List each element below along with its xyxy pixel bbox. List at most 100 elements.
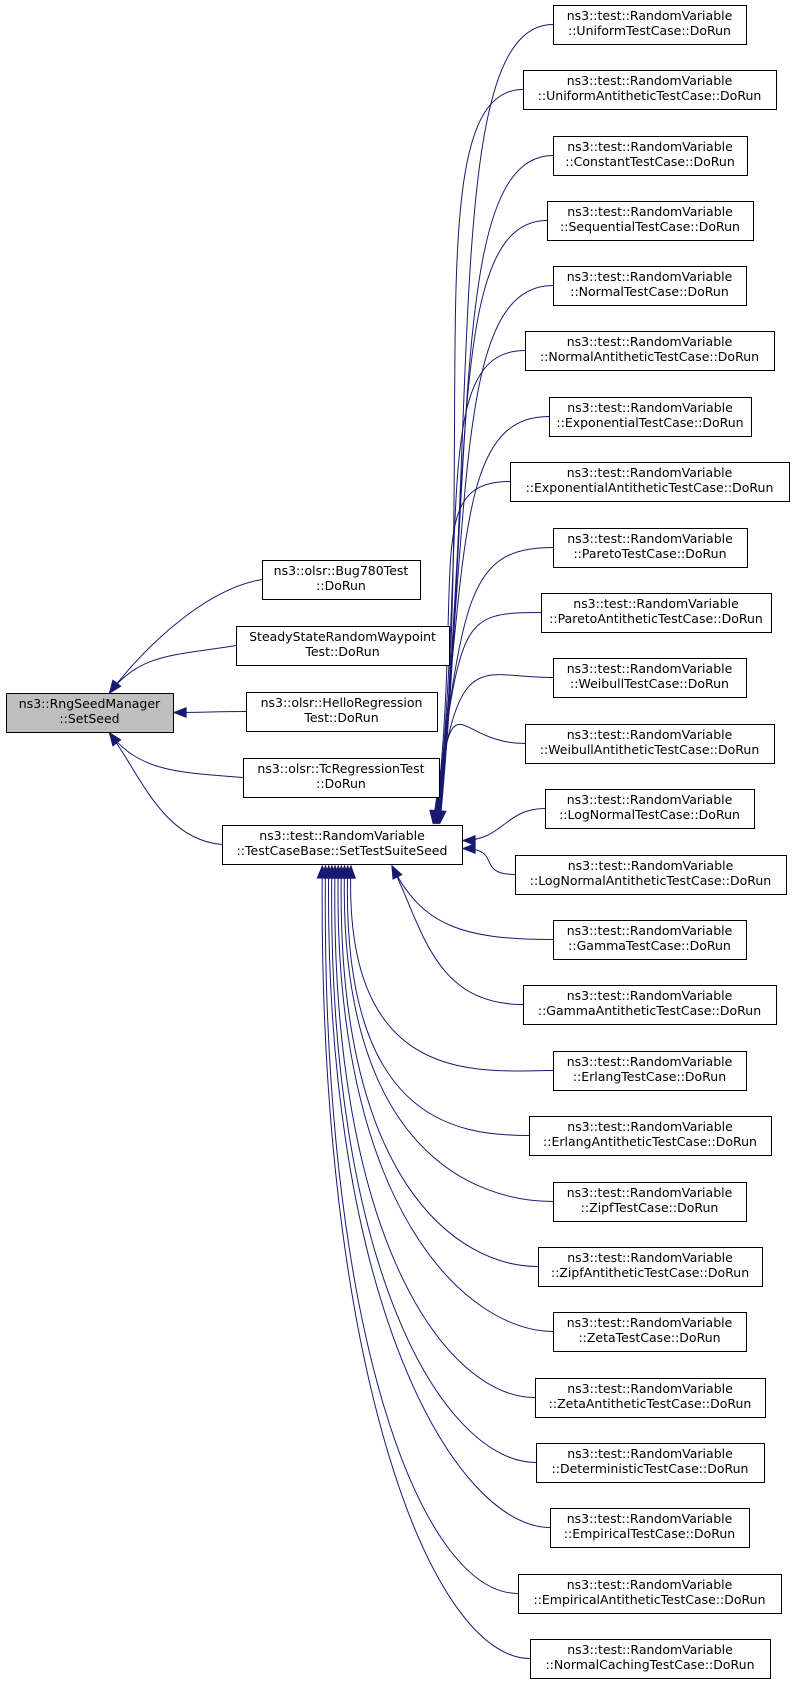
- node-label-line: ::ZipfTestCase::DoRun: [581, 1200, 719, 1215]
- node-normal[interactable]: ns3::test::RandomVariable::NormalTestCas…: [553, 266, 747, 306]
- node-box: [553, 266, 747, 306]
- node-box: [553, 920, 747, 960]
- node-empirical-anti[interactable]: ns3::test::RandomVariable::EmpiricalAnti…: [518, 1574, 782, 1614]
- node-lognormal[interactable]: ns3::test::RandomVariable::LogNormalTest…: [545, 789, 755, 829]
- edge-tcreg-to-root: [109, 732, 244, 778]
- node-uniform-anti[interactable]: ns3::test::RandomVariable::UniformAntith…: [523, 70, 777, 110]
- edges-layer: [108, 24, 554, 1659]
- node-label-line: ns3::test::RandomVariable: [567, 923, 733, 938]
- node-normal-anti[interactable]: ns3::test::RandomVariable::NormalAntithe…: [525, 331, 775, 371]
- node-label-line: ns3::test::RandomVariable: [567, 400, 733, 415]
- edge-deterministic-to-suiteseed: [331, 865, 537, 1463]
- node-zeta-anti[interactable]: ns3::test::RandomVariable::ZetaAntitheti…: [535, 1378, 766, 1418]
- node-label-line: ns3::test::RandomVariable: [567, 8, 733, 23]
- node-label-line: ns3::test::RandomVariable: [567, 139, 733, 154]
- edge-gamma-to-suiteseed: [391, 865, 554, 940]
- node-lognormal-anti[interactable]: ns3::test::RandomVariable::LogNormalAnti…: [515, 855, 787, 895]
- node-box: [530, 1639, 771, 1679]
- node-label-line: ns3::test::RandomVariable: [567, 269, 733, 284]
- node-label-line: ::DoRun: [316, 578, 366, 593]
- node-label-line: ns3::test::RandomVariable: [567, 792, 733, 807]
- node-root[interactable]: ns3::RngSeedManager::SetSeed: [6, 693, 174, 733]
- node-zeta[interactable]: ns3::test::RandomVariable::ZetaTestCase:…: [553, 1312, 747, 1352]
- arrowhead: [316, 864, 328, 879]
- node-box: [553, 658, 747, 698]
- node-label-line: ::EmpiricalAntitheticTestCase::DoRun: [533, 1592, 765, 1607]
- node-label-line: ::ExponentialTestCase::DoRun: [556, 415, 743, 430]
- arrowhead: [108, 679, 122, 695]
- node-label-line: ns3::test::RandomVariable: [567, 1381, 733, 1396]
- node-label-line: ::UniformAntitheticTestCase::DoRun: [538, 88, 762, 103]
- node-label-line: ns3::test::RandomVariable: [567, 1054, 733, 1069]
- edge-steady-to-root: [109, 645, 237, 694]
- node-erlang[interactable]: ns3::test::RandomVariable::ErlangTestCas…: [553, 1051, 747, 1091]
- node-weibull-anti[interactable]: ns3::test::RandomVariable::WeibullAntith…: [525, 724, 775, 764]
- node-label-line: ::ParetoTestCase::DoRun: [573, 546, 726, 561]
- node-label-line: ns3::test::RandomVariable: [567, 1511, 733, 1526]
- node-label-line: ::DeterministicTestCase::DoRun: [552, 1461, 749, 1476]
- node-label-line: ::NormalTestCase::DoRun: [570, 284, 729, 299]
- node-label-line: ::ZipfAntitheticTestCase::DoRun: [551, 1265, 749, 1280]
- edge-weibull-anti-to-suiteseed: [432, 723, 526, 824]
- node-constant[interactable]: ns3::test::RandomVariable::ConstantTestC…: [553, 136, 748, 176]
- edge-zeta-anti-to-suiteseed: [334, 865, 536, 1398]
- node-deterministic[interactable]: ns3::test::RandomVariable::Deterministic…: [536, 1443, 765, 1483]
- edge-uniform-to-suiteseed: [439, 24, 554, 824]
- node-label-line: ns3::test::RandomVariable: [567, 1250, 733, 1265]
- node-normal-caching[interactable]: ns3::test::RandomVariable::NormalCaching…: [530, 1639, 771, 1679]
- edge-suiteseed-to-root: [109, 732, 223, 845]
- node-erlang-anti[interactable]: ns3::test::RandomVariable::ErlangAntithe…: [529, 1116, 772, 1156]
- edge-erlang-to-suiteseed: [350, 865, 554, 1072]
- node-gamma[interactable]: ns3::test::RandomVariable::GammaTestCase…: [553, 920, 747, 960]
- node-bug780[interactable]: ns3::olsr::Bug780Test::DoRun: [262, 560, 421, 600]
- edge-zipf-anti-to-suiteseed: [340, 865, 539, 1267]
- edge-empirical-to-suiteseed: [328, 865, 551, 1528]
- node-box: [518, 1574, 782, 1614]
- node-uniform[interactable]: ns3::test::RandomVariable::UniformTestCa…: [553, 5, 747, 45]
- node-suiteseed[interactable]: ns3::test::RandomVariable::TestCaseBase:…: [222, 825, 463, 865]
- node-label-line: ns3::olsr::TcRegressionTest: [257, 761, 424, 776]
- node-label-line: ns3::test::RandomVariable: [259, 828, 425, 843]
- node-pareto-anti[interactable]: ns3::test::RandomVariable::ParetoAntithe…: [541, 593, 772, 633]
- node-label-line: ns3::olsr::HelloRegression: [261, 695, 423, 710]
- node-box: [553, 1312, 747, 1352]
- node-box: [553, 1182, 747, 1222]
- node-box: [510, 462, 790, 502]
- node-label-line: ::GammaAntitheticTestCase::DoRun: [538, 1003, 761, 1018]
- node-label-line: ns3::test::RandomVariable: [567, 465, 733, 480]
- node-label-line: ns3::RngSeedManager: [19, 696, 161, 711]
- node-label-line: ns3::test::RandomVariable: [567, 1315, 733, 1330]
- node-weibull[interactable]: ns3::test::RandomVariable::WeibullTestCa…: [553, 658, 747, 698]
- node-exponential-anti[interactable]: ns3::test::RandomVariable::ExponentialAn…: [510, 462, 790, 502]
- node-gamma-anti[interactable]: ns3::test::RandomVariable::GammaAntithet…: [523, 985, 777, 1025]
- arrowhead: [391, 864, 403, 880]
- node-empirical[interactable]: ns3::test::RandomVariable::EmpiricalTest…: [550, 1508, 750, 1548]
- node-label-line: ::NormalAntitheticTestCase::DoRun: [540, 349, 759, 364]
- node-box: [541, 593, 772, 633]
- node-label-line: ::ParetoAntitheticTestCase::DoRun: [549, 611, 763, 626]
- node-label-line: ns3::test::RandomVariable: [567, 334, 733, 349]
- edge-normal-caching-to-suiteseed: [321, 865, 531, 1659]
- node-sequential[interactable]: ns3::test::RandomVariable::SequentialTes…: [547, 201, 754, 241]
- node-label-line: ns3::test::RandomVariable: [567, 1119, 733, 1134]
- node-label-line: ::ErlangTestCase::DoRun: [573, 1069, 726, 1084]
- node-label-line: ns3::test::RandomVariable: [567, 988, 733, 1003]
- node-box: [222, 825, 463, 865]
- node-pareto[interactable]: ns3::test::RandomVariable::ParetoTestCas…: [553, 528, 748, 568]
- node-label-line: ns3::test::RandomVariable: [567, 531, 733, 546]
- edge-normal-anti-to-suiteseed: [436, 350, 526, 824]
- edge-exponential-anti-to-suiteseed: [435, 481, 511, 824]
- node-box: [553, 136, 748, 176]
- node-zipf[interactable]: ns3::test::RandomVariable::ZipfTestCase:…: [553, 1182, 747, 1222]
- node-tcreg[interactable]: ns3::olsr::TcRegressionTest::DoRun: [243, 758, 440, 798]
- node-box: [523, 985, 777, 1025]
- node-zipf-anti[interactable]: ns3::test::RandomVariable::ZipfAntitheti…: [538, 1247, 763, 1287]
- node-exponential[interactable]: ns3::test::RandomVariable::ExponentialTe…: [549, 397, 752, 437]
- node-box: [525, 724, 775, 764]
- edge-erlang-anti-to-suiteseed: [346, 865, 530, 1136]
- arrowhead: [461, 834, 476, 847]
- node-label-line: ::SequentialTestCase::DoRun: [560, 219, 740, 234]
